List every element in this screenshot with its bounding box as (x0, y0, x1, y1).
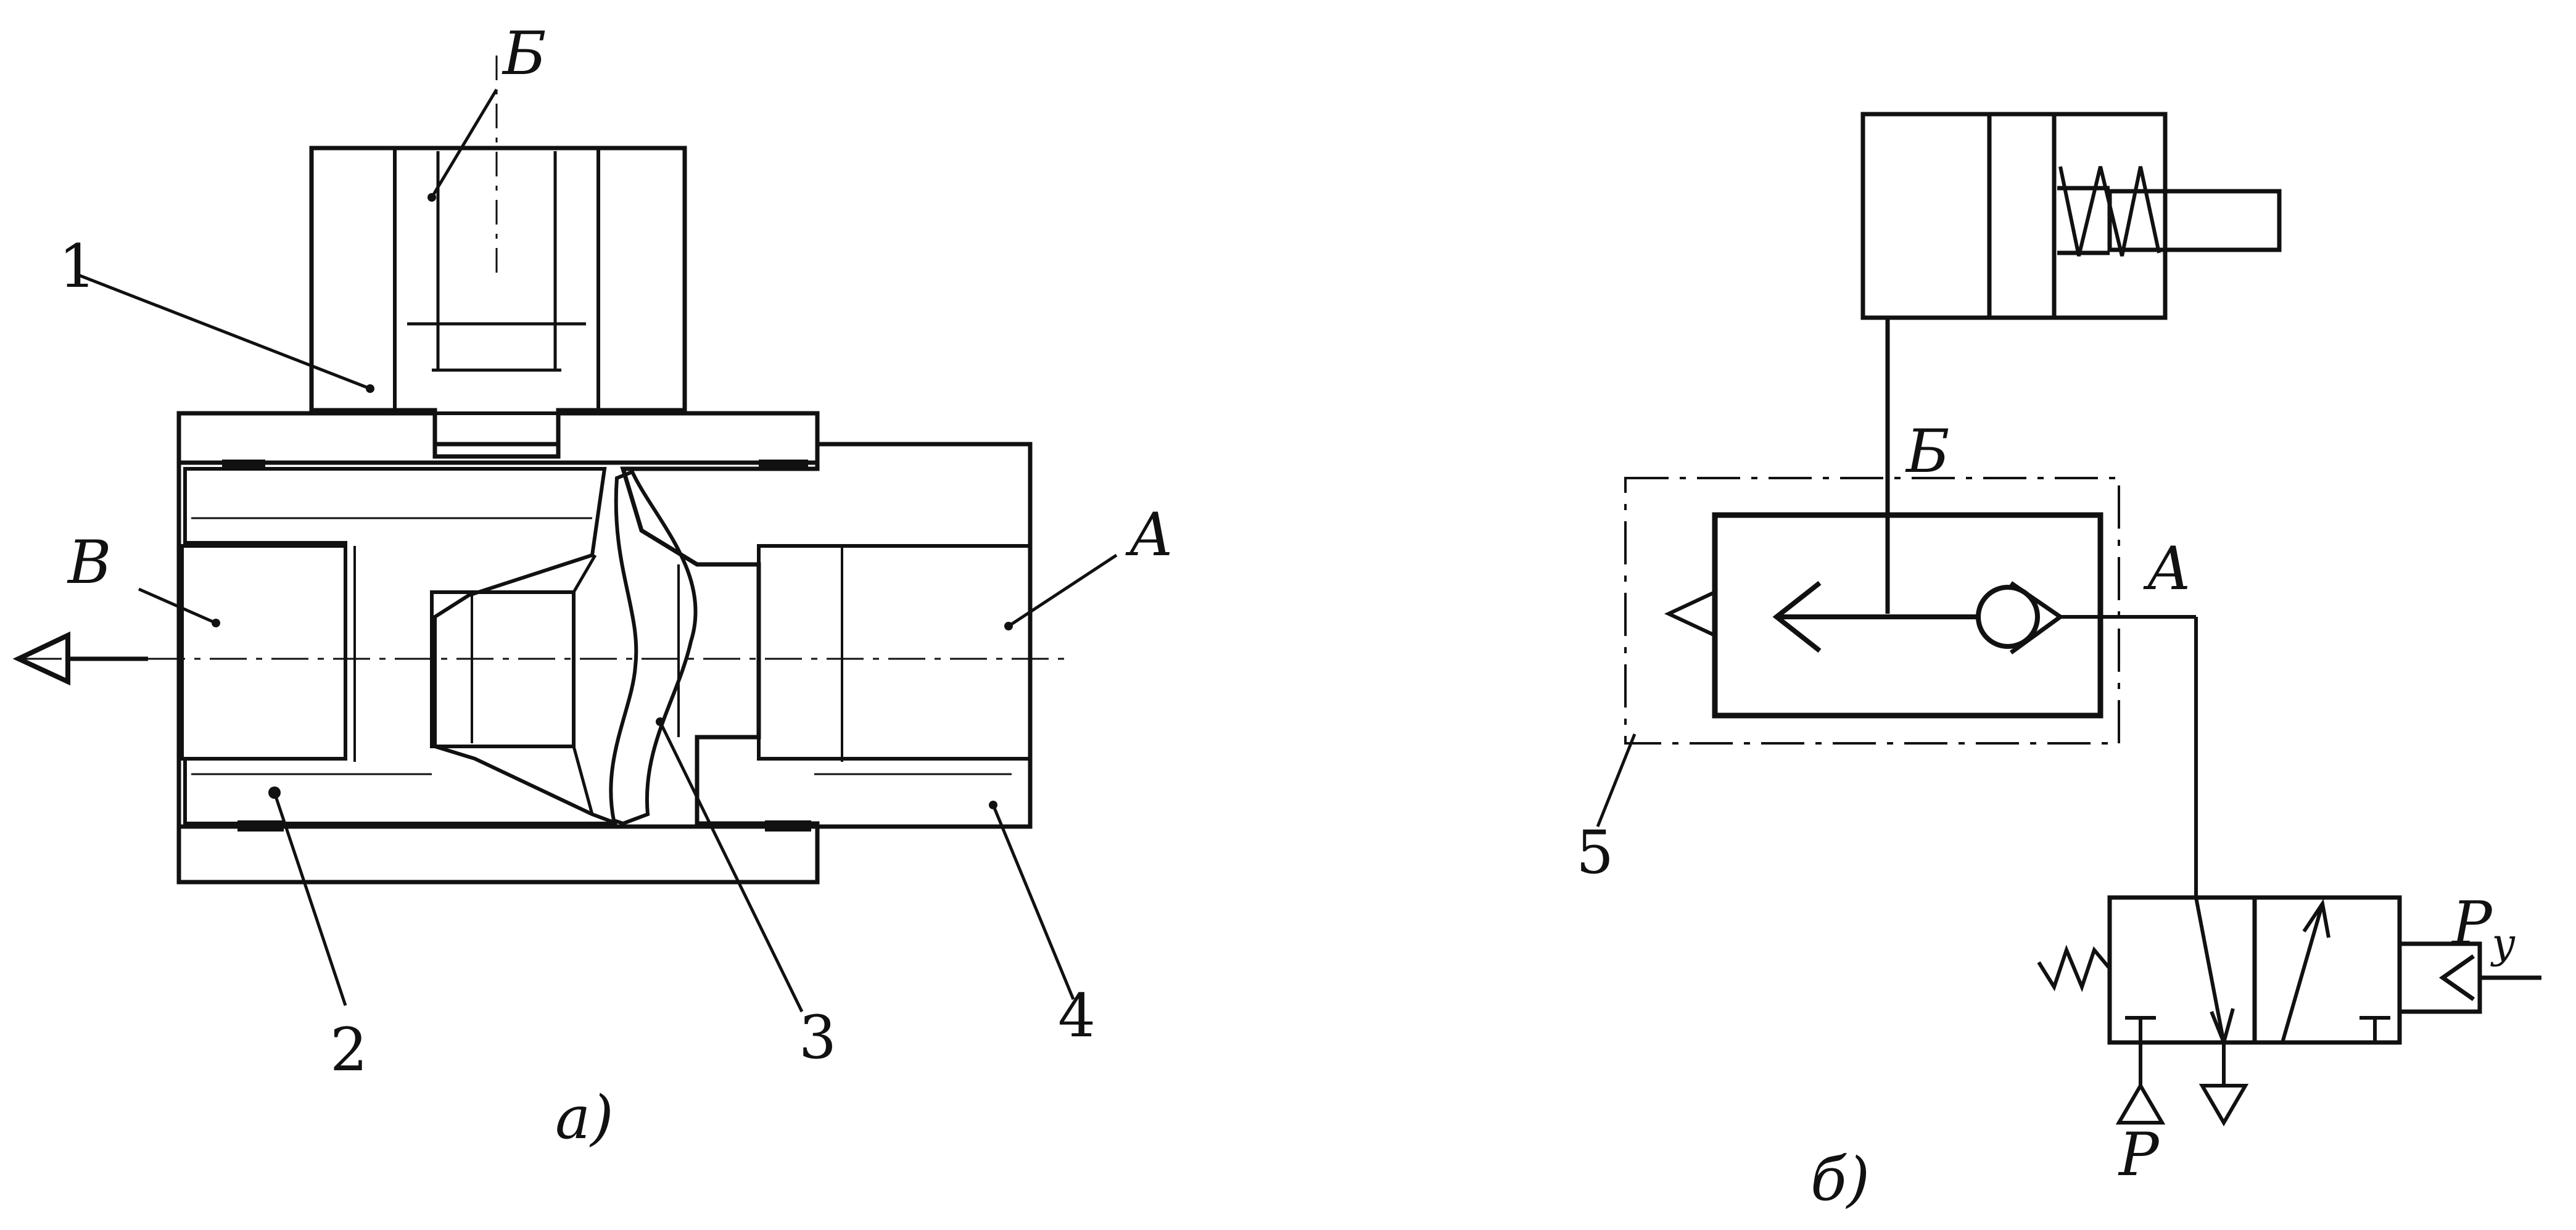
caption-a: а) (555, 1083, 614, 1152)
figure-b-scheme: Б А 5 Pу P б) (1576, 112, 2541, 1214)
label-part-2: 2 (330, 1015, 368, 1084)
seal-rings (222, 460, 811, 832)
left-insert (180, 467, 618, 825)
label-port-v: В (67, 528, 112, 597)
flow-axis (12, 631, 1067, 686)
figure-a-section-view: Б 1 В А 2 3 4 а) (12, 19, 1174, 1152)
label-part-4: 4 (1058, 981, 1096, 1050)
right-insert (620, 442, 1033, 829)
quick-exhaust-valve (1596, 477, 2196, 827)
label-supply-p: P (2118, 1120, 2160, 1189)
diaphragm (609, 469, 698, 826)
actuator-cylinder (1860, 112, 2282, 320)
caption-b: б) (1810, 1145, 1870, 1214)
label-part-3: 3 (799, 1003, 836, 1072)
leader-lines-a (76, 88, 1118, 1013)
label-port-b-a: Б (502, 19, 547, 88)
label-control-pressure: Pу (2451, 889, 2516, 967)
label-port-a-b: А (2143, 534, 2192, 603)
label-part-5: 5 (1576, 818, 1614, 887)
label-part-1: 1 (59, 232, 96, 301)
body-main (176, 411, 820, 885)
label-port-a-a: А (1125, 500, 1174, 569)
directional-valve (2037, 895, 2541, 1126)
label-port-b-b: Б (1905, 417, 1950, 486)
